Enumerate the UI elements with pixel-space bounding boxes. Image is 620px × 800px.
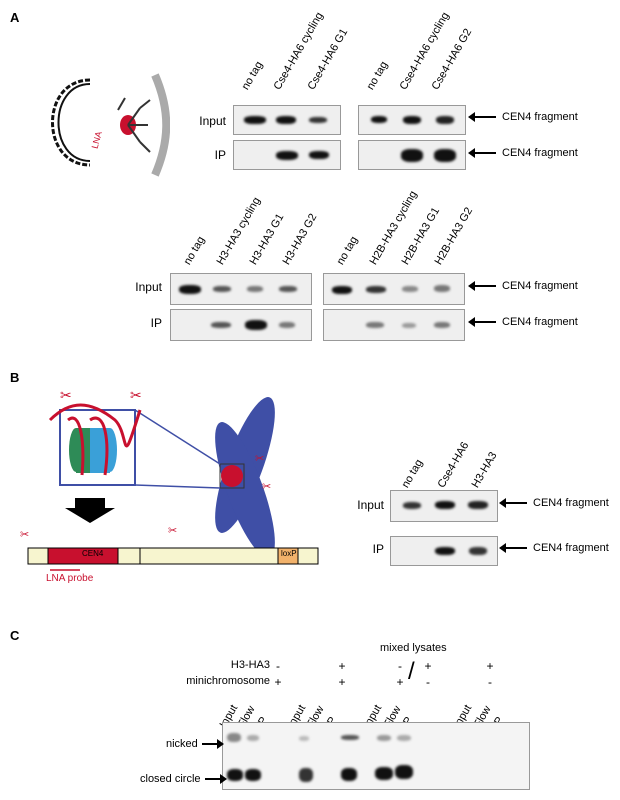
h3-sign: - [398, 659, 402, 673]
lane-label: H3-HA3 G2 [280, 211, 320, 267]
panel-a-label: A [10, 10, 20, 25]
fragment-arrow: CEN4 fragment [468, 111, 578, 123]
closed-circle-arrow: closed circle [140, 773, 227, 785]
lna-probe-label: LNA probe [46, 573, 94, 584]
blot-b-ip [390, 536, 498, 566]
svg-text:✂: ✂ [20, 529, 29, 541]
row-ip-label: IP [150, 316, 162, 330]
panel-c-label: C [10, 628, 20, 643]
lane-label: no tag [334, 234, 361, 267]
svg-text:✂: ✂ [130, 387, 142, 403]
h3-label: H3-HA3 [230, 659, 270, 671]
blot-b-input [390, 490, 498, 522]
blot-a4-ip [323, 309, 465, 341]
h3-sign: + [424, 659, 432, 673]
mini-sign: + [396, 675, 404, 689]
blot-a4-input [323, 273, 465, 305]
blot-a2-ip [358, 140, 466, 170]
blot-a1-ip [233, 140, 341, 170]
mini-sign: - [426, 675, 430, 689]
fragment-arrow: CEN4 fragment [499, 542, 609, 554]
fragment-arrow: CEN4 fragment [468, 280, 578, 292]
lane-label: Cse4-HA6 [435, 440, 472, 490]
minichromosome-label: minichromosome [186, 675, 270, 687]
row-input-label: Input [199, 114, 226, 128]
row-input-label: Input [357, 498, 384, 512]
mini-sign: - [488, 675, 492, 689]
svg-text:✂: ✂ [168, 525, 177, 537]
lane-label: no tag [364, 59, 391, 92]
blot-a3-ip [170, 309, 312, 341]
fragment-arrow: CEN4 fragment [468, 147, 578, 159]
mini-sign: + [338, 675, 346, 689]
mixed-slash: / [408, 658, 415, 685]
panel-b-label: B [10, 370, 20, 385]
h3-sign: + [486, 659, 494, 673]
row-ip-label: IP [214, 148, 226, 162]
nicked-arrow: nicked [166, 738, 224, 750]
chromatin-pulldown-illustration [51, 73, 170, 177]
svg-text:✂: ✂ [255, 453, 264, 465]
loxp-label: loxP [281, 549, 297, 558]
row-input-label: Input [135, 280, 162, 294]
h3-sign: - [276, 659, 280, 673]
h3-sign: + [338, 659, 346, 673]
svg-text:✂: ✂ [60, 387, 72, 403]
lane-label: no tag [399, 457, 426, 490]
svg-text:✂: ✂ [262, 481, 271, 493]
lane-label: H3-HA3 [469, 450, 500, 490]
lane-label: no tag [181, 234, 208, 267]
blot-a3-input [170, 273, 312, 305]
mini-sign: + [274, 675, 282, 689]
blot-a2-input [358, 105, 466, 135]
blot-c [222, 722, 530, 790]
minichromosome-diagram: ✂ ✂ ✂ ✂ ✂ ✂ [20, 387, 319, 571]
fragment-arrow: CEN4 fragment [499, 497, 609, 509]
mixed-lysates-label: mixed lysates [380, 642, 447, 654]
lane-label: no tag [239, 59, 266, 92]
row-ip-label: IP [372, 542, 384, 556]
cen4-map-label: CEN4 [82, 549, 104, 558]
blot-a1-input [233, 105, 341, 135]
fragment-arrow: CEN4 fragment [468, 316, 578, 328]
